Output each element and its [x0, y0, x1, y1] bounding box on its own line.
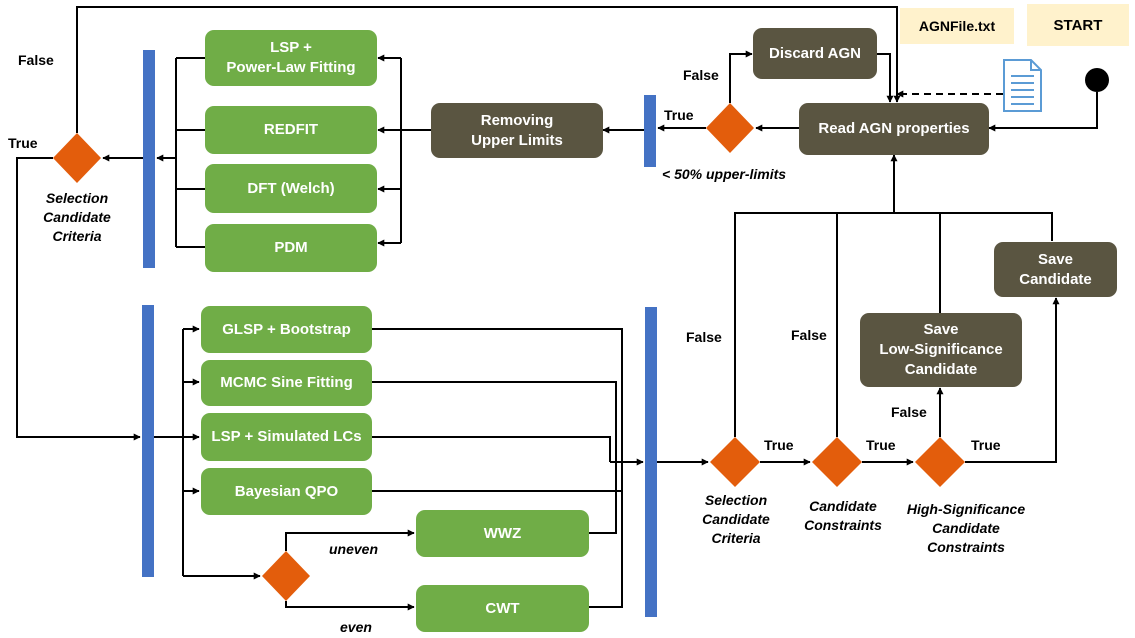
- sync-bar-top-left: [143, 50, 155, 268]
- bayesian-qpo-box: Bayesian QPO: [201, 468, 372, 515]
- label-true-selection2: True: [764, 437, 794, 453]
- edge-bayes-out: [372, 462, 623, 492]
- label-even: even: [340, 619, 372, 635]
- caption-high-significance: High-Significance Candidate Constraints: [906, 501, 1026, 555]
- edge-mcmc-out: [372, 381, 617, 462]
- caption-selection-right: Selection Candidate Criteria: [702, 492, 770, 546]
- label-true-constraints: True: [866, 437, 896, 453]
- discard-agn-box: Discard AGN: [753, 28, 877, 79]
- label-false-constraints: False: [791, 327, 827, 343]
- edge-discard-read: [877, 53, 894, 103]
- edge-selection-true: [16, 157, 141, 441]
- caption-candidate-constraints: Candidate Constraints: [804, 498, 882, 533]
- save-candidate-box: Save Candidate: [994, 242, 1117, 297]
- wwz-box: WWZ: [416, 510, 589, 557]
- label-uneven: uneven: [329, 541, 379, 557]
- label-true-left: True: [8, 135, 38, 151]
- selection-decision-diamond-right: [710, 437, 760, 487]
- selection-decision-diamond-left: [53, 133, 101, 183]
- edge-start-read: [988, 92, 1098, 132]
- high-significance-decision-diamond: [915, 437, 965, 487]
- dft-welch-box: DFT (Welch): [205, 164, 377, 213]
- lsp-power-law-box: LSP + Power-Law Fitting: [205, 30, 377, 86]
- label-false-selection2: False: [686, 329, 722, 345]
- label-false-discard: False: [683, 67, 719, 83]
- edge-selection-false-loop: [76, 6, 901, 133]
- label-true-upper: True: [664, 107, 694, 123]
- edge-wwz-out: [589, 462, 617, 534]
- pdm-box: PDM: [205, 224, 377, 272]
- constraints-decision-diamond: [812, 437, 862, 487]
- cwt-box: CWT: [416, 585, 589, 632]
- wavelet-decision-diamond: [262, 551, 310, 601]
- label-true-high: True: [971, 437, 1001, 453]
- edge-cwt-out: [589, 462, 623, 608]
- lsp-simulated-lcs-box: LSP + Simulated LCs: [201, 413, 372, 461]
- label-false-high: False: [891, 404, 927, 420]
- save-low-significance-candidate-box: Save Low-Significance Candidate: [860, 313, 1022, 387]
- input-file-note: AGNFile.txt: [900, 8, 1014, 44]
- redfit-box: REDFIT: [205, 106, 377, 154]
- sync-bar-top-right: [644, 95, 656, 167]
- sync-bar-bottom-left: [142, 305, 154, 577]
- edge-glsp-out: [372, 328, 623, 462]
- glsp-bootstrap-box: GLSP + Bootstrap: [201, 306, 372, 353]
- read-agn-properties-box: Read AGN properties: [799, 103, 989, 155]
- caption-selection-left: Selection Candidate Criteria: [43, 190, 111, 244]
- document-icon: [1003, 59, 1042, 112]
- caption-upper-limits: < 50% upper-limits: [662, 166, 787, 182]
- edge-decision-discard: [729, 50, 753, 103]
- start-note: START: [1027, 4, 1129, 46]
- edge-high-true: [965, 297, 1060, 463]
- edge-lspsim-out: [372, 436, 611, 462]
- sync-bar-bottom-right: [645, 307, 657, 617]
- removing-upper-limits-box: Removing Upper Limits: [431, 103, 603, 158]
- upper-limits-decision-diamond: [706, 103, 754, 153]
- mcmc-sine-fitting-box: MCMC Sine Fitting: [201, 360, 372, 406]
- label-false-top-left: False: [18, 52, 54, 68]
- start-marker: [1085, 68, 1109, 92]
- edge-uneven: [285, 529, 415, 551]
- edge-even: [285, 601, 415, 611]
